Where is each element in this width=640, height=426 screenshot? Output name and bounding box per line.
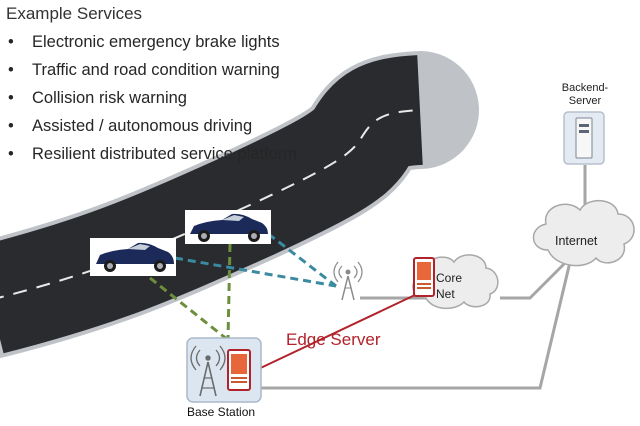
list-item: •Electronic emergency brake lights [8, 33, 280, 51]
edge-server-icon [227, 349, 251, 391]
core-server-icon [413, 257, 435, 297]
car-icon [185, 210, 271, 244]
service-list: •Electronic emergency brake lights •Traf… [8, 32, 297, 172]
link-car1-basestation [149, 276, 229, 342]
car-icon [90, 238, 176, 276]
backend-server-icon [563, 111, 605, 165]
list-item: •Traffic and road condition warning [8, 61, 280, 79]
backend-server-label: Backend-Server [561, 82, 609, 107]
link-car2-basestation [226, 243, 232, 341]
link-basestation-internet [260, 261, 572, 390]
page-title: Example Services [6, 4, 143, 23]
base-station-icon [186, 337, 262, 403]
internet-label: Internet [555, 234, 598, 248]
edge-server-label: Edge Server [286, 330, 381, 349]
internet-cloud-icon [532, 200, 635, 267]
link-corenet-internet [500, 256, 572, 300]
link-edge-server [251, 294, 416, 373]
list-item: •Resilient distributed service platform [8, 145, 298, 163]
list-item: •Assisted / autonomous driving [8, 117, 253, 135]
antenna-tower-icon [333, 261, 363, 301]
link-car1-antenna [174, 256, 337, 288]
base-station-label: Base Station [187, 405, 256, 419]
core-net-label: Core Net [436, 271, 463, 301]
list-item: •Collision risk warning [8, 89, 187, 107]
